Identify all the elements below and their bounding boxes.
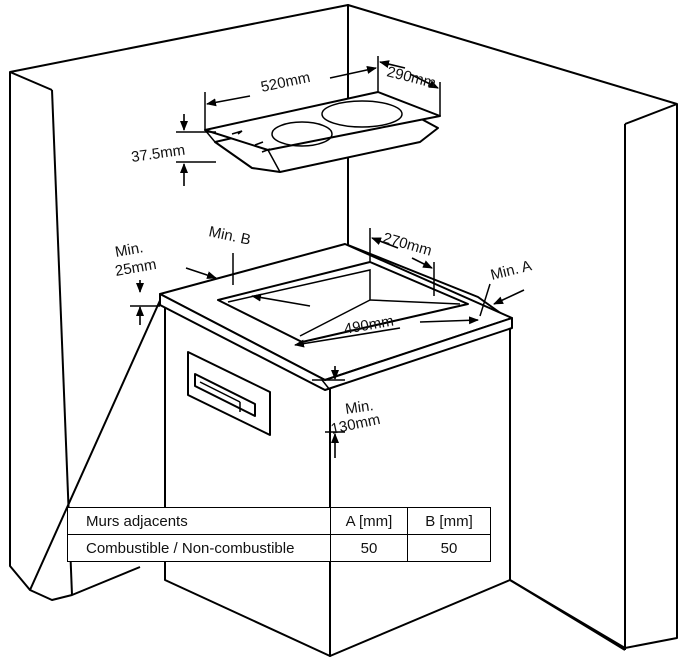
base-cabinet <box>164 299 511 657</box>
dimension-lines <box>130 56 525 458</box>
table-row: Combustible / Non-combustible 50 50 <box>67 534 491 562</box>
worktop <box>159 243 513 391</box>
header-col-b: B [mm] <box>407 507 491 535</box>
clearance-table: Murs adjacents A [mm] B [mm] Combustible… <box>67 507 491 562</box>
row-value-b: 50 <box>407 534 491 562</box>
min-25-label-line1: Min. <box>114 239 145 261</box>
induction-hob <box>204 91 441 173</box>
row-value-a: 50 <box>330 534 408 562</box>
table-header-row: Murs adjacents A [mm] B [mm] <box>67 507 491 535</box>
row-label: Combustible / Non-combustible <box>67 534 331 562</box>
min-130-label-line1: Min. <box>344 397 374 418</box>
min-25-label-line2: 25mm <box>114 256 158 280</box>
header-label: Murs adjacents <box>67 507 331 535</box>
header-col-a: A [mm] <box>330 507 408 535</box>
